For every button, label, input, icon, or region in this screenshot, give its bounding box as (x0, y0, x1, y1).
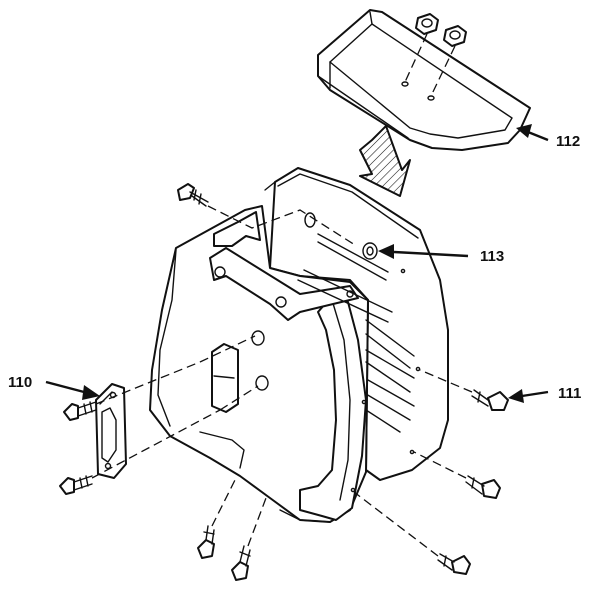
leader-right-bottom (353, 491, 439, 557)
direction-arrow-icon (359, 125, 411, 197)
callout-arrow-111 (508, 389, 549, 403)
screw-left-upper (63, 401, 97, 421)
callout-label-112: 112 (556, 133, 580, 150)
callout-label-113: 113 (480, 248, 504, 265)
housing-body (149, 167, 449, 523)
screw-bottom-left (197, 525, 215, 559)
leader-bottom-left (211, 477, 237, 527)
tray-nut-leader-right (430, 45, 456, 97)
tray-nut-left (415, 13, 439, 35)
leader-111 (419, 369, 473, 393)
screw-top-left (177, 183, 209, 207)
callout-arrow-113 (378, 244, 469, 259)
callout-label-111: 111 (558, 385, 581, 402)
leader-left-upper-2 (199, 335, 256, 363)
leader-bottom-right (247, 497, 267, 547)
screw-right-middle (465, 475, 501, 499)
callout-arrow-110 (45, 380, 100, 400)
part-110-bracket (95, 383, 127, 479)
screw-right-bottom (437, 553, 471, 575)
leader-right-middle (413, 451, 467, 479)
leader-left-lower (91, 409, 221, 479)
screw-111 (471, 389, 509, 411)
callout-arrow-112 (516, 124, 549, 142)
part-112-tray (317, 9, 531, 151)
screw-bottom-right (231, 545, 251, 581)
tray-nut-leader-left (404, 33, 428, 83)
leader-left-lower-2 (219, 385, 259, 411)
callout-label-110: 110 (8, 374, 32, 391)
leader-top-left (207, 205, 356, 246)
screw-left-lower (59, 475, 93, 495)
tray-nut-right (443, 25, 467, 47)
leader-left-upper (95, 361, 201, 405)
